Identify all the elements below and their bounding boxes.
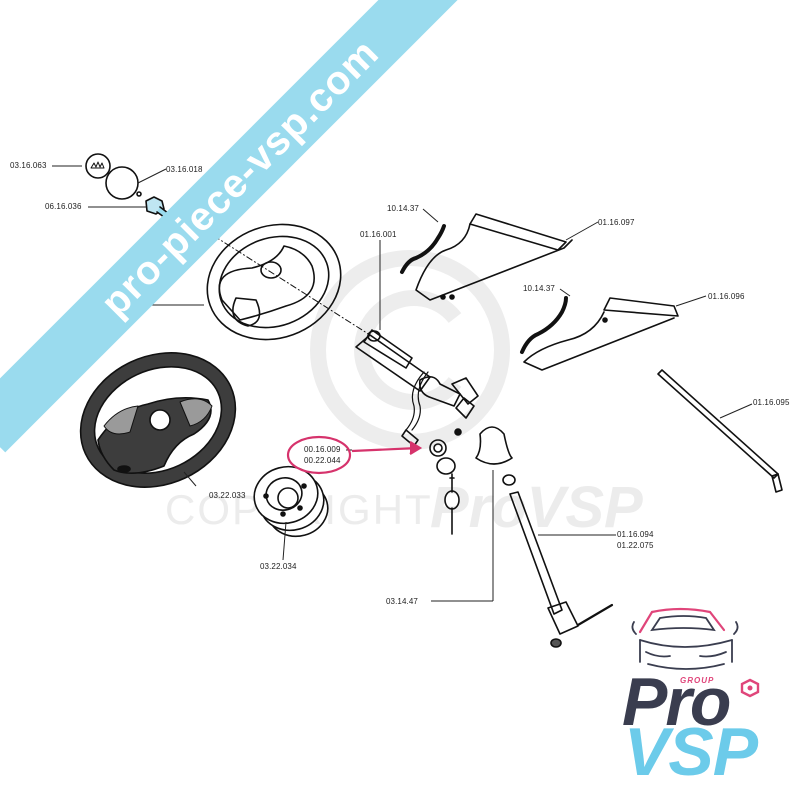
part-label-ignition-switch-a: 00.16.009 [304,445,341,454]
steering-column-icon [355,329,479,436]
part-label-boot: 03.14.47 [386,597,418,606]
part-label-column-upper: 01.16.001 [360,230,397,239]
bracket-upper-icon [415,213,573,301]
part-label-ignition-switch-b: 00.22.044 [304,456,341,465]
copyright-watermark-brand: ProVSP [430,475,643,540]
part-label-horn-button: 03.16.018 [166,165,203,174]
part-label-sport-steering-wheel: 03.22.033 [209,491,246,500]
hub-adapter-icon [253,465,329,538]
logo-vsp-text: VSP [624,714,758,790]
steering-wheel-icon [206,223,342,341]
hose-clip-icon [400,224,446,274]
ignition-switch-highlight [286,435,423,475]
horn-cap-icon [85,153,111,179]
hex-nut-icon [740,678,760,698]
tie-bar-icon [657,369,783,493]
part-label-bracket-lower: 01.16.096 [708,292,745,301]
part-label-shaft-b: 01.22.075 [617,541,654,550]
part-label-shaft-a: 01.16.094 [617,530,654,539]
logo-group-text: GROUP [680,676,715,685]
bracket-lower-icon [523,297,679,371]
part-label-hose-clip-top: 10.14.37 [387,204,419,213]
rubber-boot-icon [475,426,516,486]
part-label-hose-clip-mid: 10.14.37 [523,284,555,293]
logo-pro-text: Pro [622,664,731,740]
part-label-horn-cap: 03.16.063 [10,161,47,170]
part-label-hub-adapter: 03.22.034 [260,562,297,571]
part-label-tie-bar: 01.16.095 [753,398,790,407]
part-label-nut: 06.16.036 [45,202,82,211]
key-icon [444,473,460,535]
steering-shaft-icon [509,491,614,648]
part-label-bracket-upper: 01.16.097 [598,218,635,227]
sport-steering-wheel-icon [79,352,237,488]
hose-clip-icon [520,296,568,354]
